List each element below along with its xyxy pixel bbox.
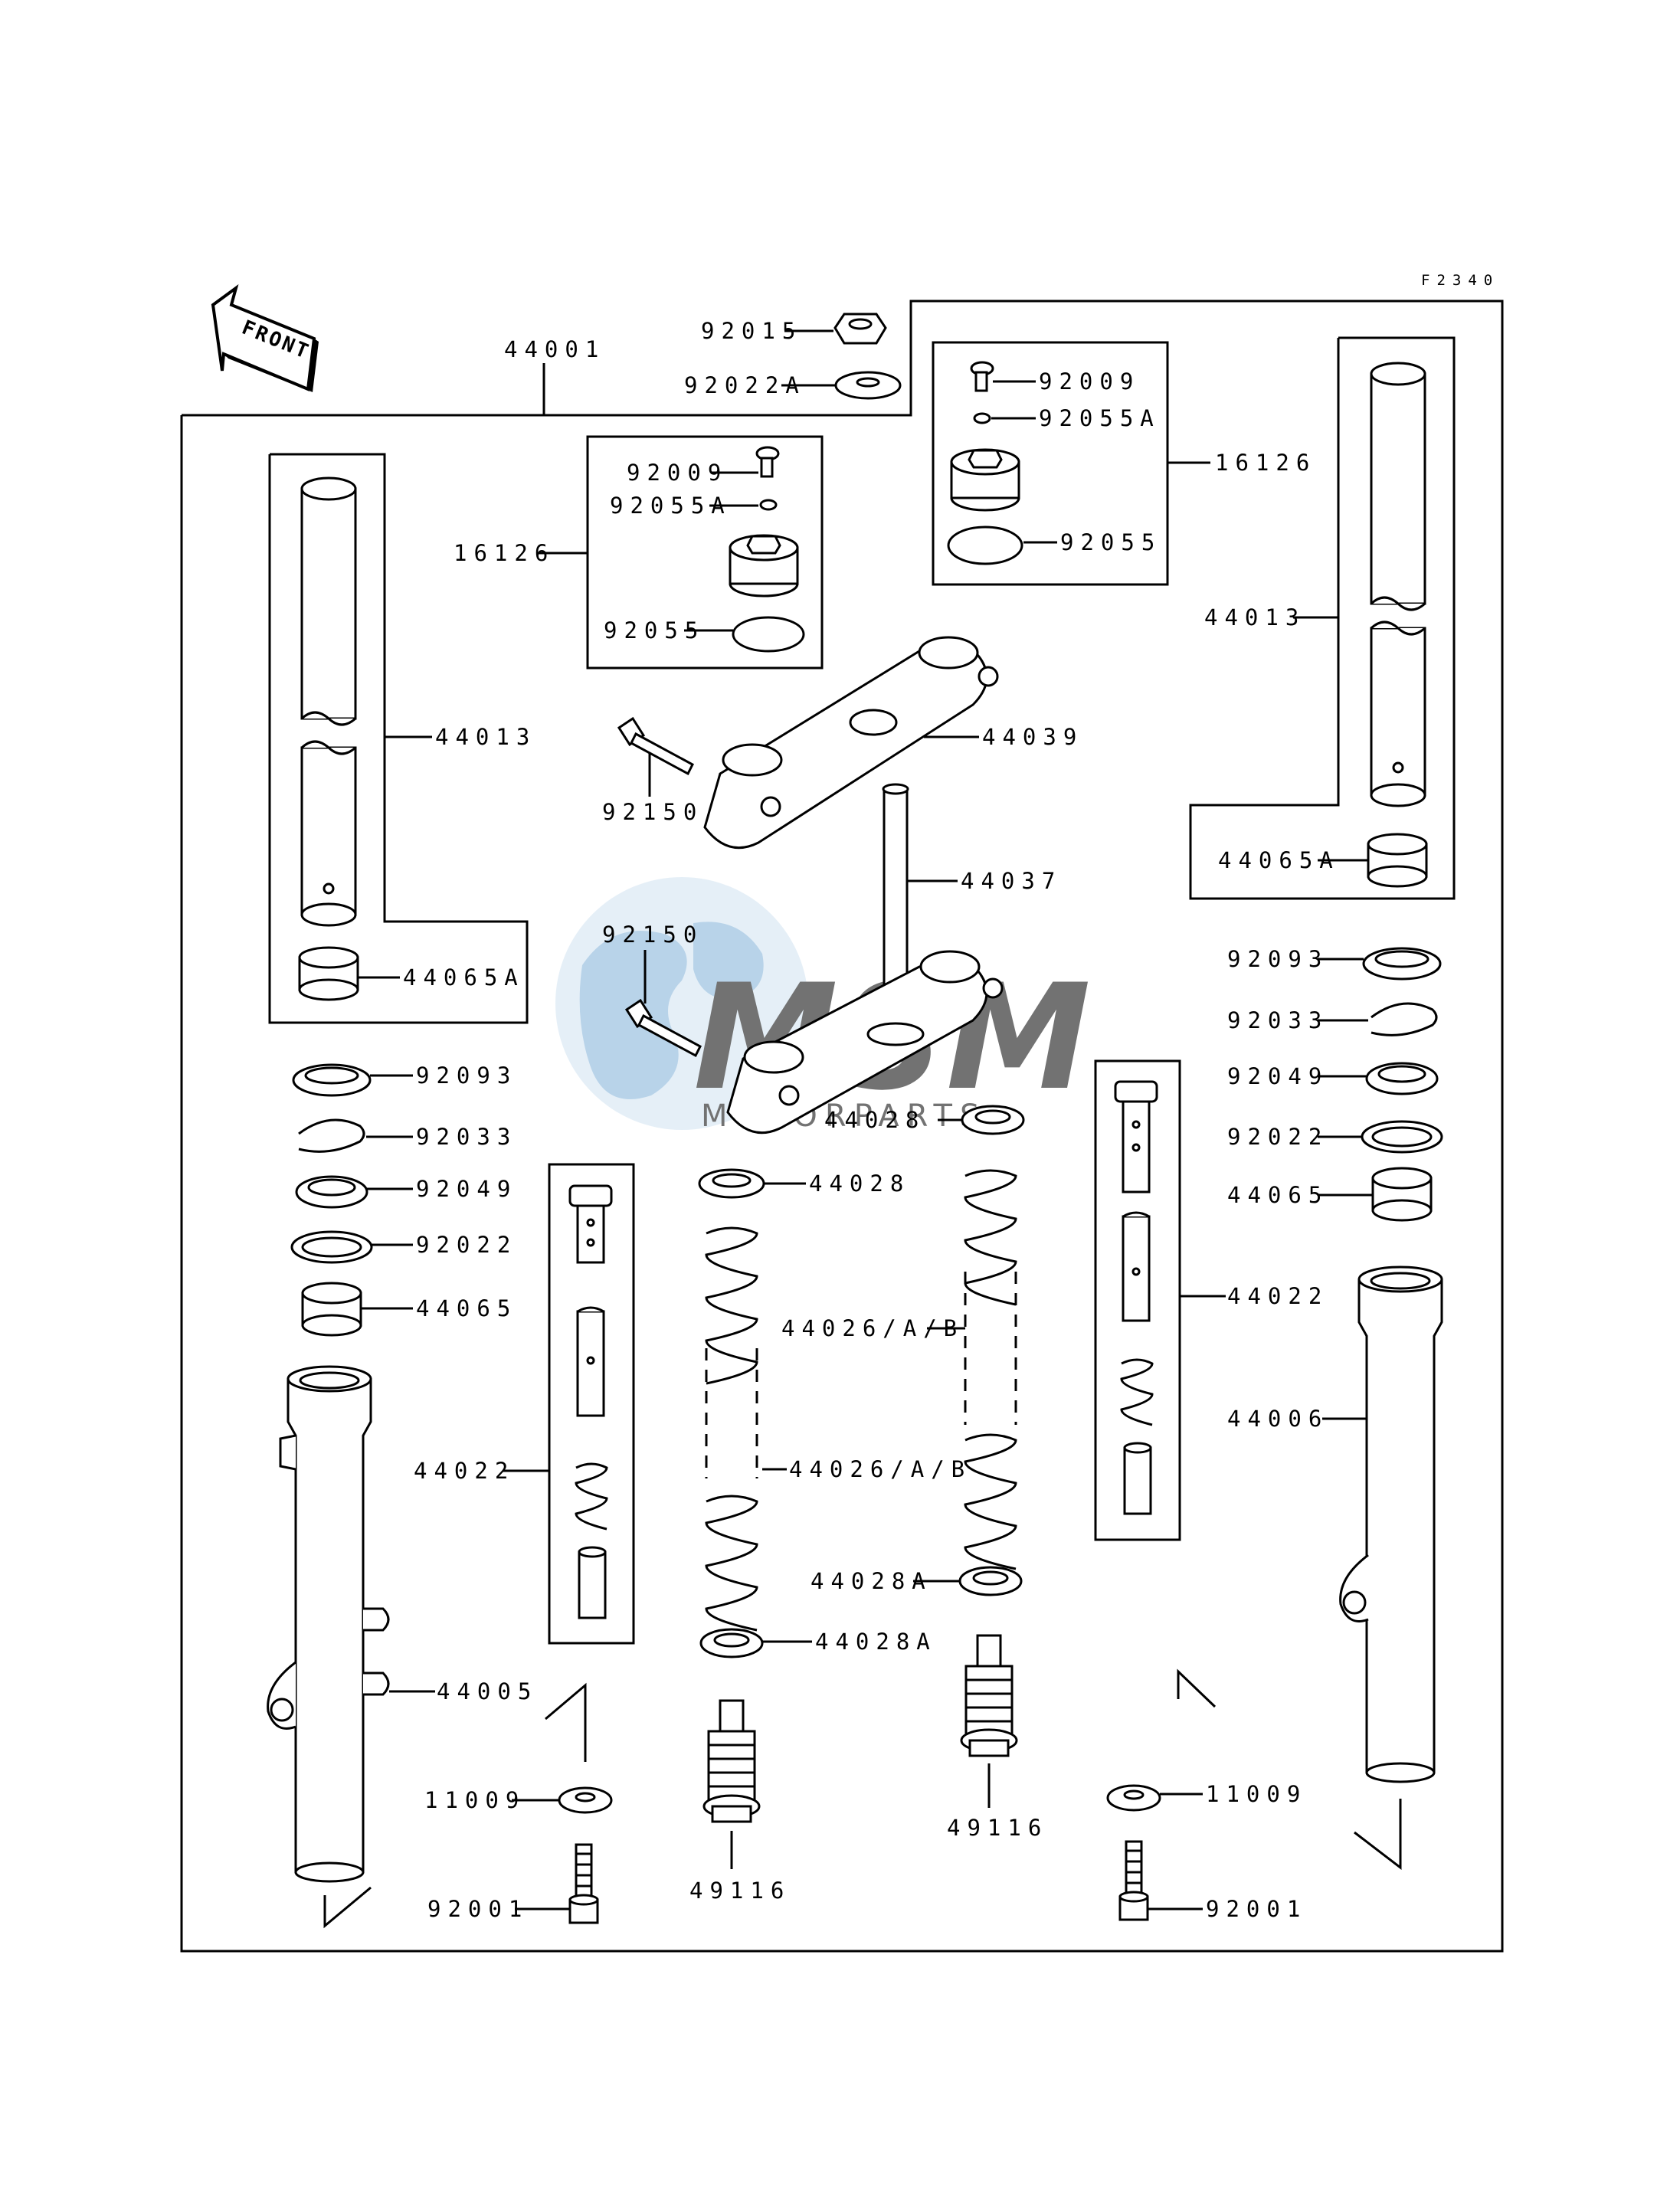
oring-92055-center (732, 616, 805, 653)
label-44026-b: 44026/A/B (789, 1456, 971, 1482)
label-49116-b: 49116 (947, 1815, 1048, 1841)
spring-seat-44028-b (698, 1168, 765, 1199)
washer-92022-right (1361, 1120, 1443, 1154)
label-44065a-right: 44065A (1218, 847, 1340, 873)
label-44039: 44039 (982, 724, 1083, 750)
outer-tube-44005-left (267, 1365, 390, 1883)
damper-rod-44022-left (568, 1184, 613, 1619)
label-92093-left: 92093 (416, 1062, 517, 1089)
label-92150-b: 92150 (602, 922, 703, 948)
inner-tube-44013-left (300, 476, 357, 927)
cartridge-49116-b (960, 1634, 1018, 1757)
damper-rod-44022-right (1114, 1080, 1158, 1515)
label-92049-left: 92049 (416, 1176, 517, 1202)
label-92049-right: 92049 (1227, 1063, 1328, 1089)
dust-seal-92093-right (1362, 947, 1442, 981)
label-92033-left: 92033 (416, 1124, 517, 1150)
nut-92015 (833, 313, 887, 345)
front-arrow-icon: FRONT (211, 283, 319, 392)
label-44013-right: 44013 (1204, 604, 1305, 630)
label-92093-right: 92093 (1227, 946, 1328, 972)
kit-box-44022-left (548, 1163, 635, 1645)
label-16126-right: 16126 (1215, 450, 1316, 476)
label-44028-b: 44028 (809, 1171, 910, 1197)
label-92001-right: 92001 (1206, 1896, 1307, 1922)
oring-92055a-right (973, 412, 991, 424)
oil-seal-92049-left (295, 1175, 368, 1209)
label-44028a-a: 44028A (811, 1568, 932, 1594)
screw-92009-right (970, 361, 994, 392)
figure-code: F2340 (1421, 272, 1499, 289)
label-92015: 92015 (701, 318, 802, 344)
label-92022-right: 92022 (1227, 1124, 1328, 1150)
outer-tube-44006-right (1339, 1265, 1443, 1783)
spring-seat-44028-a (961, 1105, 1025, 1135)
washer-11009-left (558, 1786, 613, 1814)
bolt-92001-right (1118, 1840, 1149, 1921)
label-44065-right: 44065 (1227, 1182, 1328, 1208)
label-11009-left: 11009 (424, 1787, 526, 1813)
cap-bolt-right (950, 448, 1020, 512)
label-92009-center: 92009 (627, 460, 728, 486)
spring-44026-right (964, 1169, 1017, 1570)
label-92001-left: 92001 (427, 1896, 529, 1922)
bushing-44065a-right (1367, 833, 1428, 888)
label-44013-left: 44013 (435, 724, 536, 750)
outer-frame (180, 300, 1504, 1953)
bushing-44065-right (1371, 1167, 1433, 1222)
screw-92009-center (755, 446, 780, 478)
label-92033-right: 92033 (1227, 1007, 1328, 1033)
spring-44026-left (705, 1226, 758, 1632)
inner-tube-44013-right (1370, 362, 1426, 807)
label-44065a-left: 44065A (403, 964, 525, 990)
upper-clamp-44039 (703, 636, 999, 850)
label-92150-a: 92150 (602, 799, 703, 825)
bolt-92150-b (624, 998, 702, 1058)
box-44013-right (1189, 336, 1456, 900)
bolt-92150-a (617, 716, 694, 776)
label-44028-a: 44028 (824, 1107, 925, 1133)
label-44037: 44037 (961, 868, 1062, 894)
label-92055a-center: 92055A (610, 493, 732, 519)
box-44013-left (268, 453, 529, 1024)
label-49116-a: 49116 (689, 1878, 791, 1904)
label-16126-center: 16126 (454, 540, 555, 566)
spring-seat-44028a-b (699, 1628, 764, 1658)
label-92055-right: 92055 (1060, 529, 1161, 555)
oring-92055-right (947, 526, 1023, 565)
label-44006: 44006 (1227, 1406, 1328, 1432)
label-44022-right: 44022 (1227, 1283, 1328, 1309)
steering-stem-44037 (726, 783, 1004, 1135)
bolt-92001-left (568, 1843, 599, 1924)
label-44065-left: 44065 (416, 1295, 517, 1321)
label-92022a-top: 92022A (684, 372, 806, 398)
cartridge-49116-a (702, 1699, 761, 1823)
oring-92055a-center (759, 499, 778, 511)
kit-box-44022-right (1094, 1059, 1181, 1541)
label-44001: 44001 (504, 336, 605, 362)
washer-11009-right (1106, 1784, 1161, 1812)
clip-92033-right (1371, 1002, 1438, 1036)
label-44028a-b: 44028A (815, 1629, 937, 1655)
dust-seal-92093-left (292, 1063, 372, 1097)
bushing-44065-left (301, 1282, 362, 1337)
washer-92022-left (290, 1230, 373, 1264)
spring-seat-44028a-a (958, 1566, 1023, 1596)
clip-92033-left (298, 1118, 365, 1153)
cap-bolt-center (729, 534, 799, 598)
bushing-44065a-left (298, 946, 359, 1001)
label-92009-right: 92009 (1039, 368, 1140, 395)
label-44005: 44005 (437, 1678, 538, 1704)
label-92022-left: 92022 (416, 1232, 517, 1258)
label-92055-center: 92055 (604, 617, 705, 643)
label-44026-a: 44026/A/B (781, 1315, 964, 1341)
washer-92022a-top (834, 371, 902, 400)
label-92055a-right: 92055A (1039, 405, 1161, 431)
oil-seal-92049-right (1365, 1062, 1439, 1095)
label-44022-left: 44022 (414, 1458, 515, 1484)
label-11009-right: 11009 (1206, 1781, 1307, 1807)
